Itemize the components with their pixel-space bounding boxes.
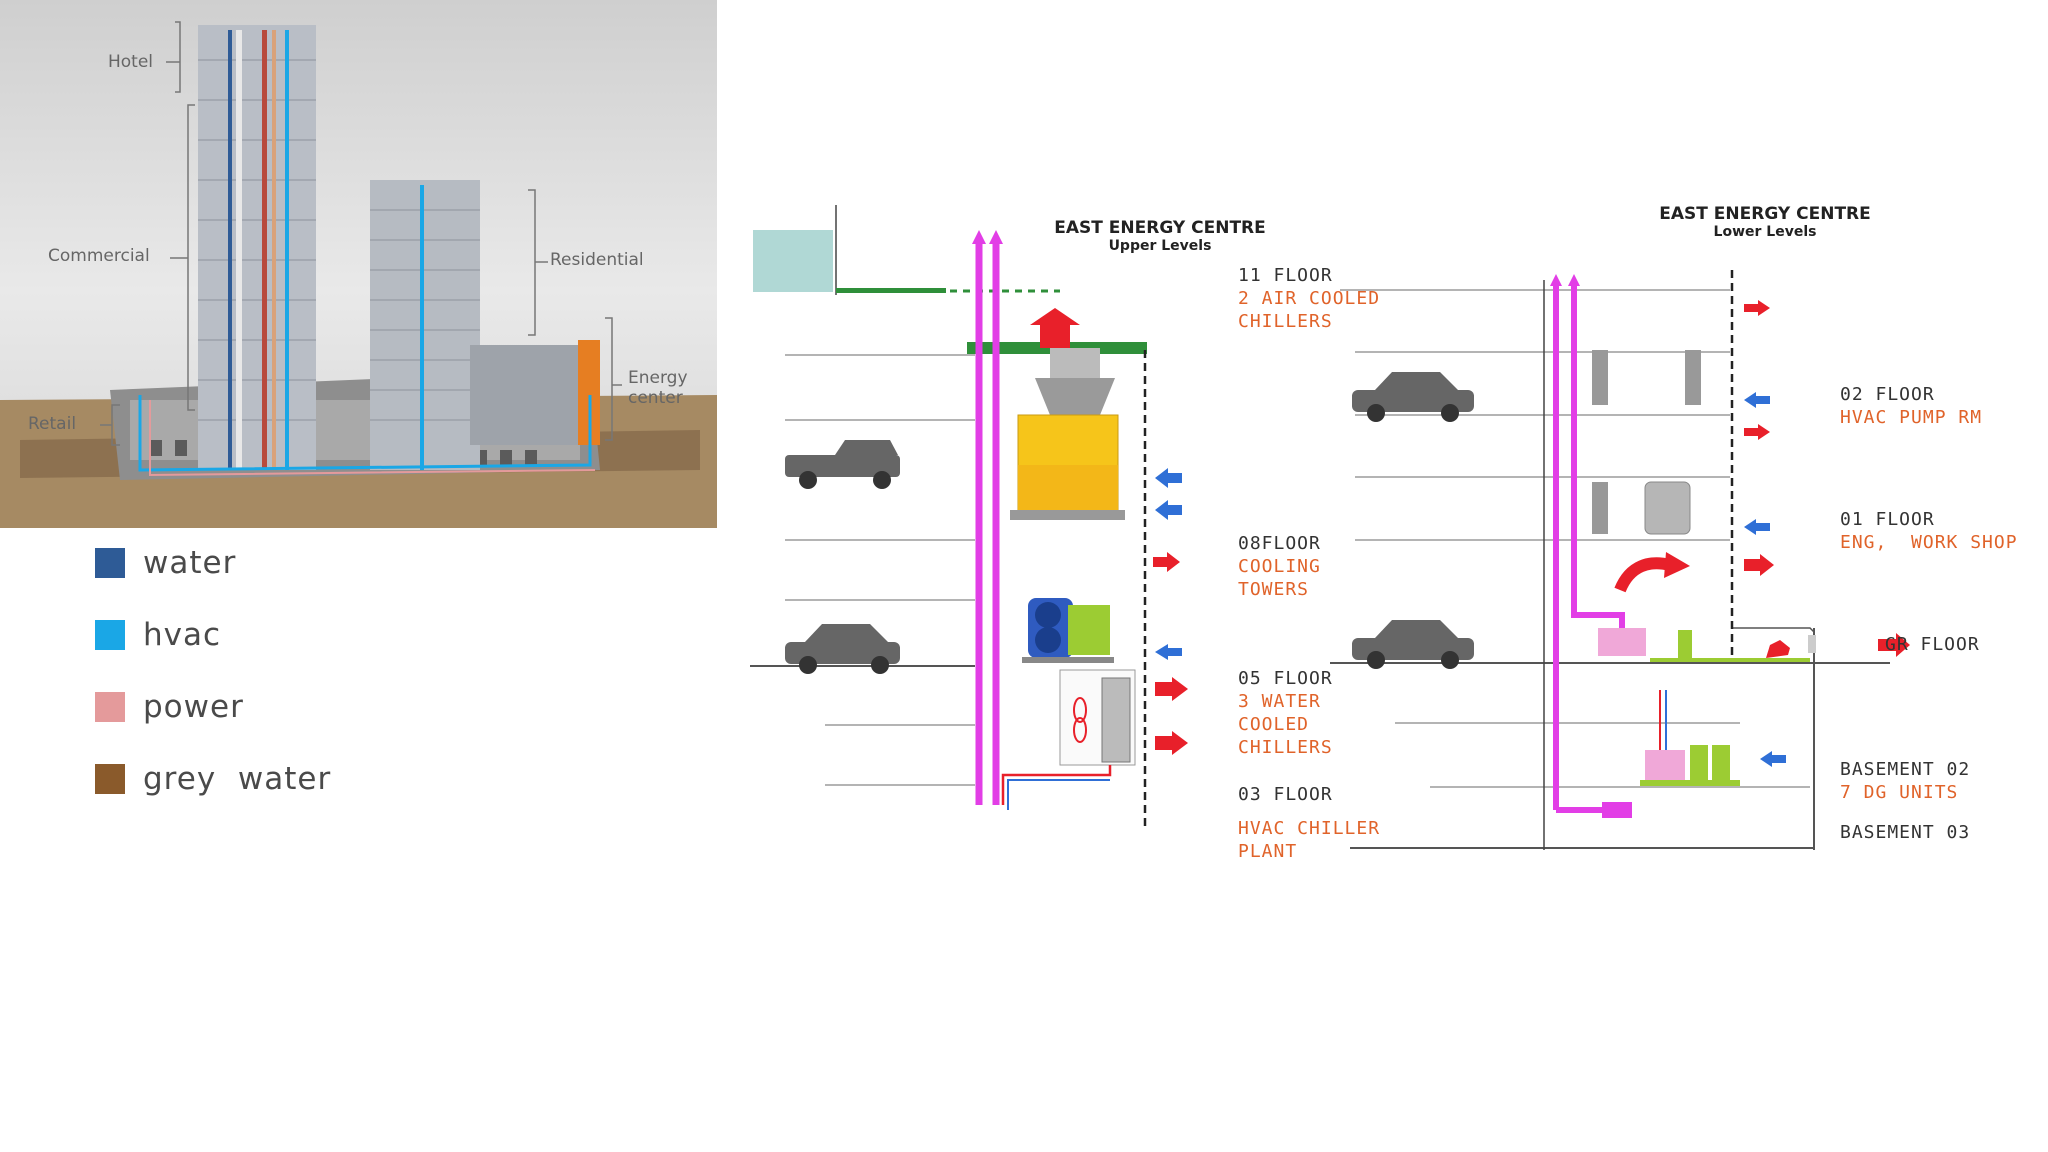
- swatch-hvac: [95, 620, 125, 650]
- upper-title: EAST ENERGY CENTRE Upper Levels: [1040, 218, 1280, 254]
- car-icon-lower-2: [1352, 620, 1474, 669]
- lower-title: EAST ENERGY CENTRE Lower Levels: [1640, 204, 1890, 240]
- genset-icon-1: [1598, 628, 1646, 656]
- ground-floor-heading: GR FLOOR: [1885, 634, 1980, 655]
- car-icon-upper: [785, 624, 900, 674]
- basement-02-heading: BASEMENT 02: [1840, 759, 1971, 780]
- floor-05-heading: 05 FLOOR: [1238, 668, 1333, 689]
- floor-11-label: 11 FLOOR 2 AIR COOLED CHILLERS: [1238, 264, 1380, 333]
- lower-floor-lines: [1330, 289, 1890, 849]
- upper-subtitle-text: Upper Levels: [1108, 238, 1212, 254]
- floor-08-line2: TOWERS: [1238, 579, 1310, 600]
- lower-levels-section: [1330, 270, 1910, 850]
- magenta-risers: [975, 240, 1000, 805]
- floor-05-line2: COOLED: [1238, 714, 1310, 735]
- floor-02-heading: 02 FLOOR: [1840, 384, 1935, 405]
- pump-icon-2: [1685, 350, 1701, 405]
- blue-arrows: [1155, 468, 1182, 660]
- building-illustration: Hotel Commercial Residential Retail Ener…: [0, 0, 717, 528]
- upper-title-text: EAST ENERGY CENTRE: [1054, 218, 1266, 238]
- roof-slab: [836, 288, 946, 293]
- floor-11-line2: CHILLERS: [1238, 311, 1333, 332]
- basement-03-label: BASEMENT 03: [1840, 821, 1970, 844]
- lower-magenta-risers: [1553, 282, 1577, 810]
- swatch-power: [95, 692, 125, 722]
- legend-item-grey-water: grey water: [95, 761, 331, 797]
- floor-02-line1: HVAC PUMP RM: [1840, 407, 1983, 428]
- red-arrows: [1153, 552, 1188, 755]
- floor-02-label: 02 FLOOR HVAC PUMP RM: [1840, 383, 1982, 429]
- label-hotel: Hotel: [108, 52, 154, 72]
- legend-item-power: power: [95, 689, 244, 725]
- lower-blue-arrows: [1744, 392, 1786, 767]
- floor-08-line1: COOLING: [1238, 556, 1321, 577]
- ground-floor-label: GR FLOOR: [1885, 633, 1980, 656]
- floor-05-line3: CHILLERS: [1238, 737, 1333, 758]
- label-commercial: Commercial: [48, 246, 150, 266]
- lower-title-text: EAST ENERGY CENTRE: [1659, 204, 1871, 224]
- lower-subtitle-text: Lower Levels: [1713, 224, 1817, 240]
- genset-icon-2: [1645, 750, 1685, 780]
- floor-01-line1: ENG, WORK SHOP: [1840, 532, 2018, 553]
- truck-icon: [785, 440, 900, 489]
- floor-01-label: 01 FLOOR ENG, WORK SHOP: [1840, 508, 2018, 554]
- basement-02-line1: 7 DG UNITS: [1840, 782, 1959, 803]
- basement-02-label: BASEMENT 02 7 DG UNITS: [1840, 758, 1970, 804]
- legend-label-hvac: hvac: [143, 617, 222, 653]
- label-energy-center-line1: Energy: [628, 368, 688, 388]
- floor-11-line1: 2 AIR COOLED: [1238, 288, 1381, 309]
- floor-01-heading: 01 FLOOR: [1840, 509, 1935, 530]
- label-retail: Retail: [28, 414, 77, 434]
- floor-05-label: 05 FLOOR 3 WATER COOLED CHILLERS: [1238, 667, 1333, 759]
- car-icon-lower-1: [1352, 372, 1474, 422]
- upper-levels-section: [750, 205, 1188, 828]
- legend-item-water: water: [95, 545, 236, 581]
- upper-floor-lines: [750, 354, 975, 786]
- label-energy-center: Energy center: [628, 368, 688, 408]
- floor-03-line1: HVAC CHILLER: [1238, 818, 1381, 839]
- swatch-water: [95, 548, 125, 578]
- exhaust-arrow: [1614, 557, 1672, 593]
- label-residential: Residential: [550, 250, 644, 270]
- legend-label-power: power: [143, 689, 244, 725]
- floor-08-label: 08FLOOR COOLING TOWERS: [1238, 532, 1321, 601]
- basement-03-heading: BASEMENT 03: [1840, 822, 1971, 843]
- floor-08-heading: 08FLOOR: [1238, 533, 1321, 554]
- floor-03-line2: PLANT: [1238, 841, 1298, 862]
- roof-block: [753, 230, 833, 292]
- legend-label-water: water: [143, 545, 237, 581]
- pump-icon-1: [1592, 350, 1608, 405]
- legend-label-grey-water: grey water: [143, 761, 332, 797]
- building-drawing: [0, 21, 717, 528]
- floor-03-desc: HVAC CHILLER PLANT: [1238, 817, 1380, 863]
- floor-05-line1: 3 WATER: [1238, 691, 1321, 712]
- legend-item-hvac: hvac: [95, 617, 221, 653]
- swatch-grey-water: [95, 764, 125, 794]
- lower-red-arrows: [1744, 300, 1910, 657]
- floor-03-label: 03 FLOOR: [1238, 783, 1333, 806]
- floor-11-heading: 11 FLOOR: [1238, 265, 1333, 286]
- label-energy-center-line2: center: [628, 388, 683, 408]
- floor-03-heading: 03 FLOOR: [1238, 784, 1333, 805]
